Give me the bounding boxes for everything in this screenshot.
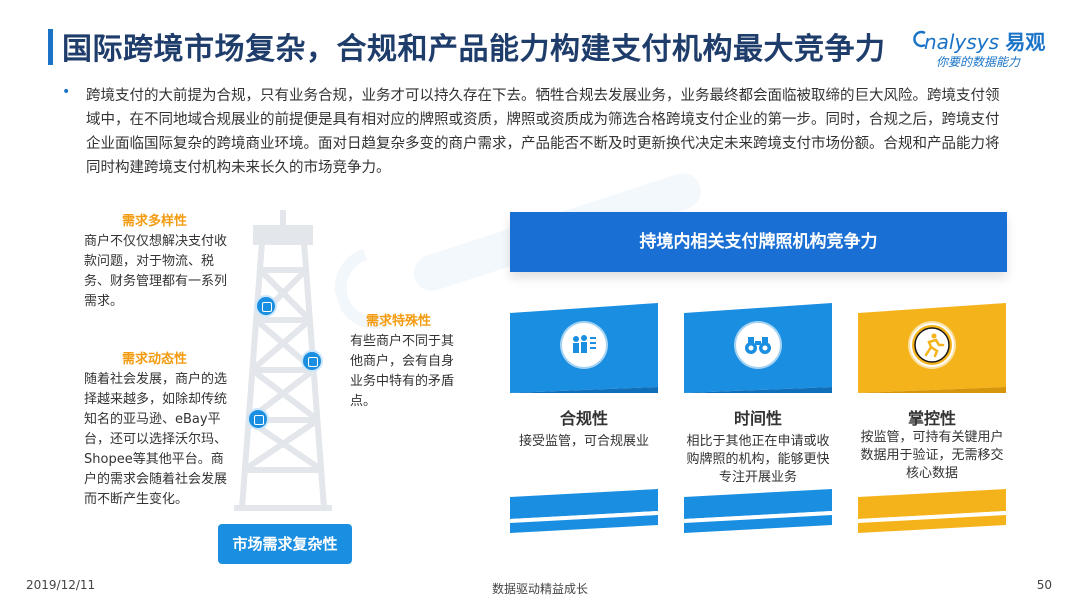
competitiveness-banner: 持境内相关支付牌照机构竞争力: [510, 212, 1007, 272]
logo-swoosh-icon: [913, 30, 926, 48]
page-title: 国际跨境市场复杂，合规和产品能力构建支付机构最大竞争力: [62, 32, 886, 67]
logo-brand: 易观: [1005, 30, 1046, 54]
card-title: 合规性: [559, 409, 608, 428]
need-title: 需求动态性: [122, 352, 188, 367]
runner-icon: [910, 323, 954, 367]
card-title: 时间性: [733, 409, 782, 428]
title-accent-bar: [48, 29, 53, 65]
bullet-dot: •: [62, 84, 71, 100]
footer-slogan: 数据驱动精益成长: [491, 582, 588, 596]
need-dynamic: 需求动态性 随着社会发展，商户的选择越来越多，如除却传统知名的亚马逊、eBay平…: [84, 350, 234, 510]
card-desc: 相比于其他正在申请或收购牌照的机构，能够更快专注开展业务: [686, 434, 830, 485]
need-special: 需求特殊性 有些商户不同于其他商户，会有自身业务中特有的矛盾点。: [350, 312, 460, 412]
card-ribbon-bottom: [684, 489, 832, 533]
card-compliance: 合规性 接受监管，可合规展业: [510, 303, 658, 533]
tower-node-icon: [247, 408, 269, 430]
need-title: 需求多样性: [122, 214, 188, 229]
banner-title: 持境内相关支付牌照机构竞争力: [639, 232, 878, 252]
need-text: 有些商户不同于其他商户，会有自身业务中特有的矛盾点。: [350, 334, 455, 409]
card-ribbon-bottom: [510, 489, 658, 533]
card-title: 掌控性: [907, 409, 956, 428]
logo-wordmark: nalysys: [924, 30, 999, 54]
card-timeliness: 时间性 相比于其他正在申请或收购牌照的机构，能够更快专注开展业务: [684, 303, 832, 533]
intro-text: 跨境支付的大前提为合规，只有业务合规，业务才可以持久存在下去。牺牲合规去发展业务…: [86, 88, 1000, 176]
need-title: 需求特殊性: [366, 314, 432, 329]
people-chart-icon: [562, 323, 606, 367]
binoculars-icon: [736, 323, 780, 367]
page-number: 50: [1036, 578, 1052, 592]
need-text: 商户不仅仅想解决支付收款问题，对于物流、税务、财务管理都有一系列需求。: [84, 234, 228, 309]
intro-paragraph: 跨境支付的大前提为合规，只有业务合规，业务才可以持久存在下去。牺牲合规去发展业务…: [62, 84, 1002, 180]
logo-tagline: 你要的数据能力: [936, 55, 1021, 69]
market-complexity-label: 市场需求复杂性: [218, 524, 352, 564]
card-control: 掌控性 按监管，可持有关键用户数据用于验证，无需移交核心数据: [858, 303, 1006, 533]
need-diversity: 需求多样性 商户不仅仅想解决支付收款问题，对于物流、税务、财务管理都有一系列需求…: [84, 212, 234, 312]
tower-node-icon: [301, 350, 323, 372]
card-desc: 按监管，可持有关键用户数据用于验证，无需移交核心数据: [860, 430, 1004, 481]
analysys-logo: nalysys 易观 你要的数据能力: [913, 26, 1054, 70]
tower-node-icon: [255, 295, 277, 317]
need-text: 随着社会发展，商户的选择越来越多，如除却传统知名的亚马逊、eBay平台，还可以选…: [84, 372, 228, 507]
footer-date: 2019/12/11: [26, 578, 96, 592]
card-ribbon-bottom: [858, 489, 1006, 533]
card-desc: 接受监管，可合规展业: [518, 434, 649, 449]
